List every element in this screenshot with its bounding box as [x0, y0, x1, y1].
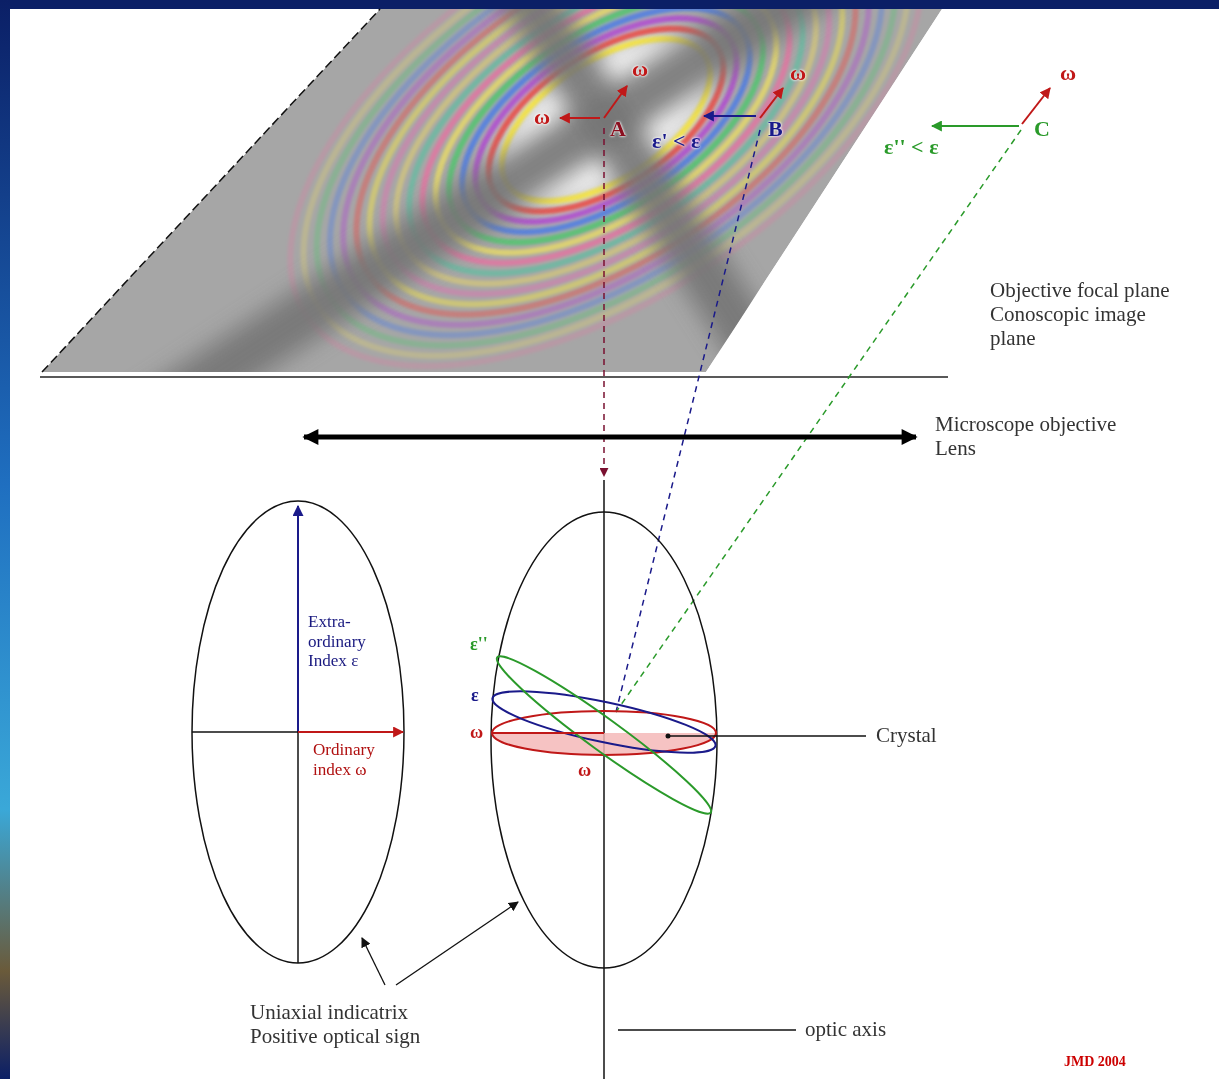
point-label: A: [610, 116, 626, 141]
index-relation: ε' < ε: [652, 128, 700, 153]
text-holder: Extra-ordinary Index ε: [308, 612, 396, 671]
text-holder: ω: [578, 760, 591, 781]
text-holder: optic axis: [805, 1017, 886, 1041]
text-holder: C: [1034, 116, 1050, 141]
figure-core: [0, 0, 1219, 837]
text-holder: Uniaxial indicatrix Positive optical sig…: [250, 1000, 455, 1048]
leader-line: [396, 902, 518, 985]
point-label: C: [1034, 116, 1050, 141]
text-holder: ω: [534, 104, 550, 129]
text-holder: Objective focal plane Conoscopic image p…: [990, 278, 1195, 350]
leader-line: [668, 735, 866, 736]
author-mark: JMD 2004: [1064, 1054, 1126, 1070]
text-holder: ε'': [470, 634, 488, 655]
lens-symbol: [304, 435, 916, 440]
index-label: Ordinary index ω: [313, 740, 405, 779]
index-symbol: ω: [1060, 60, 1076, 85]
axis-label: optic axis: [805, 1017, 886, 1041]
lens-caption: Microscope objective Lens: [935, 412, 1150, 460]
ordinary-axis: [492, 732, 604, 734]
optic-axis: [603, 480, 605, 1079]
frame-top: [0, 0, 1219, 9]
text-holder: ω: [632, 56, 648, 81]
index-symbol: ω: [534, 104, 550, 129]
ordinary-axis: [298, 731, 403, 733]
text-holder: ε: [471, 685, 479, 706]
indicatrix-outline: [191, 500, 405, 964]
text-holder: ω: [790, 60, 806, 85]
ordinary-section: [492, 711, 716, 755]
conoscopic-figure: [0, 0, 1219, 837]
plane-edge: [42, 9, 380, 372]
vibration-arrow: [604, 86, 627, 118]
isogyre: [366, 0, 845, 470]
interference-ring: [225, 0, 987, 451]
vibration-arrow: [932, 125, 1019, 127]
text-holder: JMD 2004: [1064, 1054, 1126, 1070]
axis-line: [297, 732, 299, 963]
index-symbol: ω: [790, 60, 806, 85]
crystal-label: Crystal: [876, 723, 937, 747]
vibration-arrow: [560, 117, 600, 119]
indicatrix-ellipse: [192, 501, 404, 963]
text-holder: Microscope objective Lens: [935, 412, 1150, 460]
extraordinary-axis: [297, 506, 299, 732]
leader-line: [618, 1029, 796, 1030]
text-holder: Crystal: [876, 723, 937, 747]
text-holder: ω: [470, 722, 483, 743]
index-symbol: ε'': [470, 634, 488, 655]
text-holder: ε'' < ε: [884, 134, 939, 159]
ray-path: [603, 128, 605, 476]
text-holder: A: [610, 116, 626, 141]
index-label: Extra-ordinary Index ε: [308, 612, 396, 671]
text-holder: B: [768, 116, 783, 141]
index-symbol: ε: [471, 685, 479, 706]
frame-side: [0, 0, 10, 1079]
index-relation: ε'' < ε: [884, 134, 939, 159]
indicatrix-ellipse: Extra-ordinary Index ε Ordinary index ω: [191, 500, 405, 964]
index-symbol: ω: [470, 722, 483, 743]
text-holder: Ordinary index ω: [313, 740, 405, 779]
ray-path: [616, 130, 760, 712]
tilted-section: [488, 644, 720, 825]
text-holder: ω: [1060, 60, 1076, 85]
isogyre: [5, 0, 1207, 523]
point-label: B: [768, 116, 783, 141]
indicatrix-label: Uniaxial indicatrix Positive optical sig…: [250, 1000, 455, 1048]
index-symbol: ω: [578, 760, 591, 781]
plane-line: [40, 376, 948, 378]
isogyres: [0, 0, 1219, 837]
interference-ring: [292, 0, 921, 393]
index-symbol: ω: [632, 56, 648, 81]
vibration-arrow: [704, 115, 756, 117]
interference-rings: [208, 0, 1003, 465]
interference-ring: [242, 0, 971, 436]
indicatrix-outline: [491, 512, 717, 968]
vibration-arrow: [760, 88, 783, 118]
axis-line: [192, 731, 298, 733]
interference-ring: [208, 0, 1003, 465]
leader-line: [362, 938, 385, 985]
plane-caption: Objective focal plane Conoscopic image p…: [990, 278, 1195, 350]
text-holder: ε' < ε: [652, 128, 700, 153]
